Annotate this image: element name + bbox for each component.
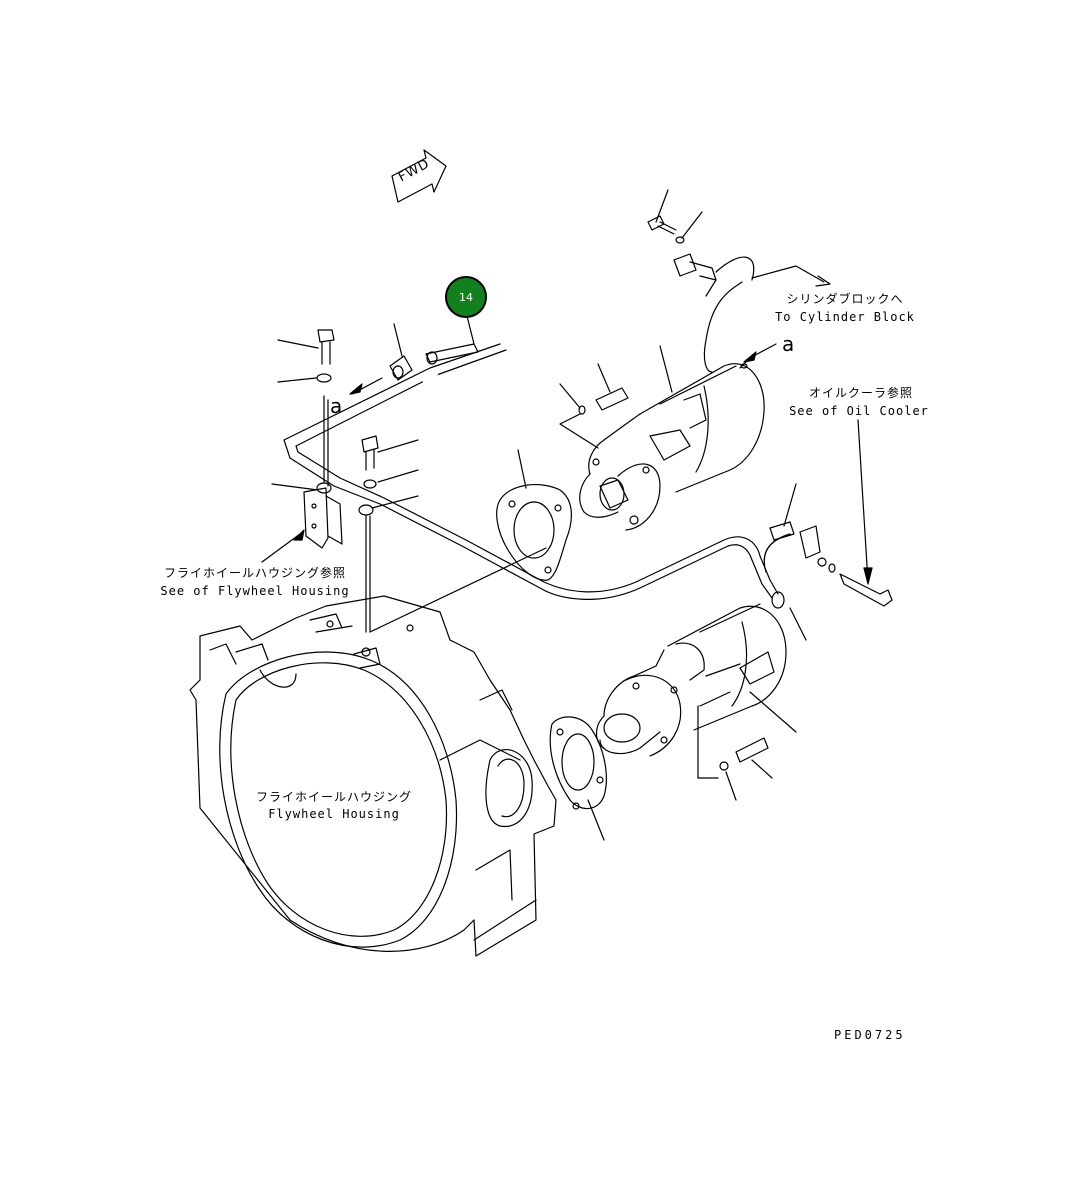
view-mark-a-right: a (782, 332, 795, 356)
drawing-code: PED0725 (834, 1028, 906, 1042)
to-cylinder-block-jp-label: シリンダブロックへ (786, 292, 904, 306)
flywheel-housing-jp-label: フライホイールハウジング (255, 790, 412, 804)
oil-cooler-leader (857, 419, 873, 585)
top-sensor-assembly (647, 189, 831, 373)
callout-number: 14 (459, 290, 473, 304)
upper-gasket (496, 449, 572, 581)
fwd-arrow-icon (391, 149, 447, 203)
lower-starter-motor (595, 483, 893, 801)
see-flywheel-housing-en-label: See of Flywheel Housing (160, 584, 350, 598)
tube-assembly (261, 311, 779, 633)
oil-cooler-jp-label: オイルクーラ参照 (808, 386, 913, 400)
oil-cooler-en-label: See of Oil Cooler (789, 404, 929, 418)
flywheel-housing-en-label: Flywheel Housing (268, 807, 400, 821)
see-flywheel-housing-jp-label: フライホイールハウジング参照 (163, 566, 346, 580)
upper-starter-motor (559, 343, 777, 531)
view-mark-a-left: a (330, 394, 343, 418)
callout-14-button[interactable]: 14 (445, 276, 487, 318)
flywheel-housing (189, 547, 557, 957)
to-cylinder-block-en-label: To Cylinder Block (775, 310, 915, 324)
lower-gasket (549, 716, 607, 841)
